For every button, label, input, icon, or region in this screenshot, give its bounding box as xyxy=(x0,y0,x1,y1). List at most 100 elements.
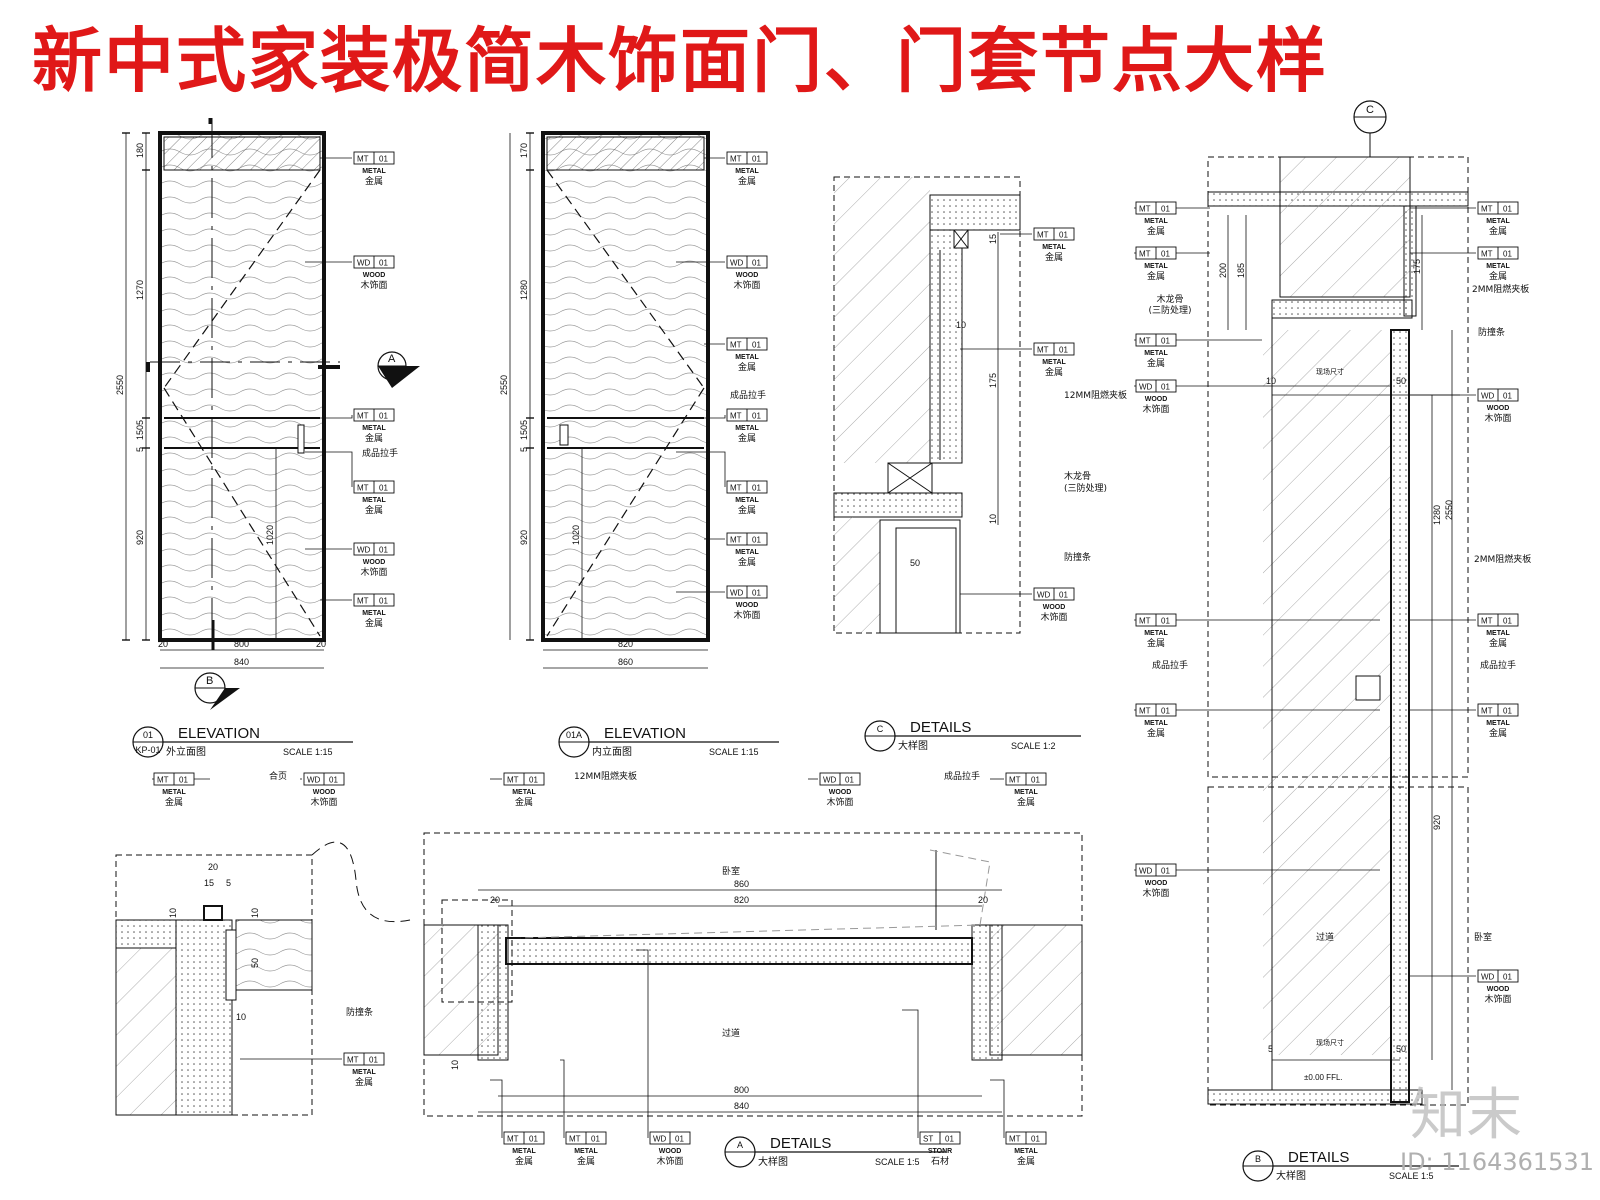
tag-en: METAL xyxy=(735,425,759,432)
tag-en: METAL xyxy=(1486,263,1510,270)
title-cn: 外立面图 xyxy=(166,745,206,758)
tag-cn: 木饰面 xyxy=(1484,412,1511,424)
detail-b-section: 200 185 175 1280 2550 920 50 10 5 50 现场尺… xyxy=(1207,100,1492,1106)
tag-number: 01 xyxy=(379,155,388,164)
page-title: 新中式家装极简木饰面门、门套节点大样 xyxy=(32,20,1328,102)
note-keel-10: 木龙骨 xyxy=(1156,293,1183,305)
note-bumper-13: 防撞条 xyxy=(1478,326,1505,338)
tag-cn: 木饰面 xyxy=(1142,403,1169,415)
tag-cn: 金属 xyxy=(738,175,756,187)
tag-code: WD xyxy=(1037,591,1051,600)
tag-cn: 金属 xyxy=(1489,637,1507,649)
tag-cn: 金属 xyxy=(738,504,756,516)
room-bedroom-b: 卧室 xyxy=(1474,931,1492,943)
tag-number: 01 xyxy=(845,776,854,785)
tag-number: 01 xyxy=(1059,231,1068,240)
dim-s-2: 5 xyxy=(226,878,231,888)
dim-b-8: 5 xyxy=(1268,1044,1273,1054)
room-bedroom-a: 卧室 xyxy=(722,865,740,877)
tag-number: 01 xyxy=(379,412,388,421)
title-number: A xyxy=(737,1140,743,1150)
tag-en: WOOD xyxy=(1043,604,1066,611)
title-en: ELEVATION xyxy=(604,725,686,742)
tag-en: METAL xyxy=(162,789,186,796)
elevation-01a: 170 1280 5 150 5 920 2550 1020 820 860 xyxy=(499,131,710,669)
section-marker-a: A xyxy=(388,353,396,365)
tag-code: MT xyxy=(357,155,369,164)
tag-en: WOOD xyxy=(736,272,759,279)
tag-number: 01 xyxy=(1161,250,1170,259)
tag-number: 01 xyxy=(675,1135,684,1144)
tag-en: WOOD xyxy=(1145,880,1168,887)
tag-number: 01 xyxy=(945,1135,954,1144)
tag-code: MT xyxy=(357,597,369,606)
tag-en: METAL xyxy=(1144,720,1168,727)
tag-en: METAL xyxy=(1144,350,1168,357)
title-number: 01A xyxy=(566,730,582,740)
tag-code: MT xyxy=(1009,1135,1021,1144)
note-hinge-6: 合页 xyxy=(269,770,287,782)
tag-number: 01 xyxy=(1503,392,1512,401)
tag-en: WOOD xyxy=(736,602,759,609)
site-size-bottom: 现场尺寸 xyxy=(1316,1038,1344,1047)
title-scale: SCALE 1:5 xyxy=(875,1157,920,1167)
title-number: C xyxy=(877,724,884,734)
dim-el1-handle: 1020 xyxy=(265,525,275,545)
dim-s-1: 15 xyxy=(204,878,214,888)
tag-number: 01 xyxy=(379,484,388,493)
tag-en: METAL xyxy=(735,549,759,556)
tag-number: 01 xyxy=(1503,973,1512,982)
tag-code: ST xyxy=(923,1135,933,1144)
tag-cn: 金属 xyxy=(1147,727,1165,739)
tag-code: MT xyxy=(1481,205,1493,214)
tag-cn: 金属 xyxy=(1147,225,1165,237)
title-scale: SCALE 1:5 xyxy=(1389,1171,1434,1181)
dim-b-4: 2550 xyxy=(1444,500,1454,520)
tag-code: MT xyxy=(730,155,742,164)
tag-code: MT xyxy=(1139,250,1151,259)
dim-el2-h0: 820 xyxy=(618,639,633,649)
tag-cn: 金属 xyxy=(738,361,756,373)
dim-a-1: 820 xyxy=(734,895,749,905)
dim-b-2: 175 xyxy=(1412,259,1422,274)
note-panel_b-12: 2MM阻燃夹板 xyxy=(1472,283,1529,295)
title-sheet: KP-01 xyxy=(135,745,160,755)
tag-number: 01 xyxy=(179,776,188,785)
tag-number: 01 xyxy=(1161,383,1170,392)
title-en: DETAILS xyxy=(770,1135,831,1152)
watermark-id: ID: 1164361531 xyxy=(1400,1148,1594,1176)
tag-en: METAL xyxy=(362,610,386,617)
dim-el2-v3: 150 xyxy=(519,425,529,440)
tag-cn: 木饰面 xyxy=(1142,887,1169,899)
tag-cn: 金属 xyxy=(1489,727,1507,739)
dim-a-3: 840 xyxy=(734,1101,749,1111)
tag-code: MT xyxy=(157,776,169,785)
tag-number: 01 xyxy=(1031,1135,1040,1144)
tag-code: WD xyxy=(1139,867,1153,876)
tag-number: 01 xyxy=(379,546,388,555)
dim-b-7: 10 xyxy=(1266,376,1276,386)
tag-en: WOOD xyxy=(1487,405,1510,412)
tag-number: 01 xyxy=(752,155,761,164)
tag-number: 01 xyxy=(1503,617,1512,626)
tag-en: METAL xyxy=(512,789,536,796)
note-bumper-7: 防撞条 xyxy=(346,1006,373,1018)
dim-a-0: 860 xyxy=(734,879,749,889)
title-scale: SCALE 1:15 xyxy=(709,747,759,757)
dim-el1-h1: 840 xyxy=(234,657,249,667)
tag-st-25: ST01STONR石材 xyxy=(902,1009,961,1167)
note-keel_sub-11: (三防处理) xyxy=(1148,304,1191,316)
tag-en: WOOD xyxy=(363,559,386,566)
